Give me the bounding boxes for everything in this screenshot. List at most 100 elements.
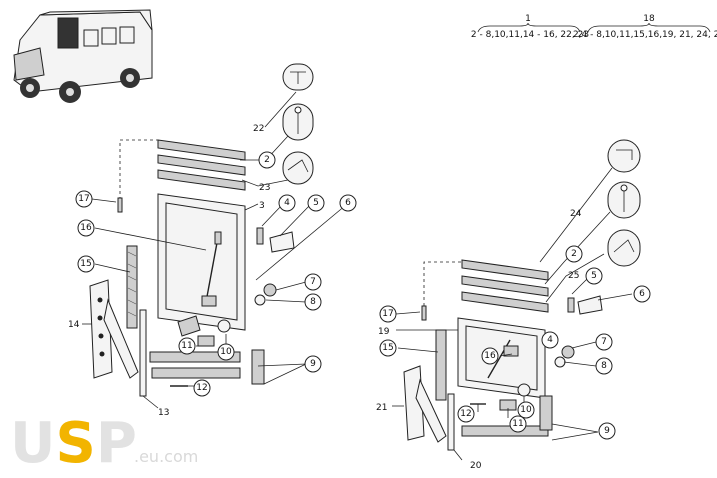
logo-s: S	[55, 411, 95, 476]
svg-text:14: 14	[68, 320, 80, 330]
left-leaders	[82, 91, 347, 409]
svg-text:13: 13	[158, 408, 169, 418]
svg-text:16: 16	[80, 223, 92, 233]
callout-7-left: 7	[304, 273, 322, 291]
right-seal-strip-15	[435, 329, 447, 401]
header-group-2: 18 2,4 - 8,10,11,15,16,19, 21, 24, 25	[573, 14, 717, 40]
spacer-10	[217, 319, 231, 333]
callout-9-right: 9	[598, 422, 616, 440]
right-screw-17	[421, 305, 427, 321]
svg-text:7: 7	[310, 277, 316, 287]
callout-6-right: 6	[633, 285, 651, 303]
top-rail-2	[157, 154, 246, 176]
callout-9-left: 9	[304, 355, 322, 373]
group-2-parts: 2,4 - 8,10,11,15,16,19, 21, 24, 25	[573, 30, 717, 40]
svg-text:16: 16	[484, 351, 496, 361]
logo-u: U	[10, 411, 55, 476]
washer-8	[254, 294, 266, 306]
svg-text:15: 15	[382, 343, 393, 353]
seal-strip-15	[126, 245, 138, 329]
svg-text:10: 10	[220, 347, 232, 357]
svg-text:8: 8	[310, 297, 316, 307]
svg-text:15: 15	[80, 259, 91, 269]
right-leaders	[392, 167, 633, 461]
svg-text:2: 2	[264, 155, 270, 165]
right-seal-strip-9b	[539, 395, 553, 431]
rod-20	[447, 393, 455, 451]
svg-text:12: 12	[196, 383, 207, 393]
callout-7-right: 7	[595, 333, 613, 351]
svg-text:17: 17	[382, 309, 393, 319]
callout-10-left: 10	[217, 343, 235, 361]
left-assembly	[89, 63, 314, 397]
right-top-rail-24	[461, 259, 549, 281]
callout-22-left: 22	[253, 124, 264, 134]
svg-text:9: 9	[310, 359, 316, 369]
callout-2-left: 2	[258, 151, 276, 169]
bracket-14	[89, 279, 113, 379]
callout-5-right: 5	[585, 267, 603, 285]
right-top-rail-25	[461, 291, 549, 313]
logo-p: P	[96, 411, 137, 476]
svg-text:21: 21	[376, 403, 387, 413]
callout-16-left: 16	[77, 219, 95, 237]
svg-text:10: 10	[520, 405, 532, 415]
callout-12-left: 12	[193, 379, 211, 397]
callout-19-right: 19	[378, 327, 390, 337]
callout-2-right: 2	[565, 245, 583, 263]
seal-strip-9a	[149, 351, 241, 363]
right-top-rail-2	[461, 275, 549, 297]
header-group-1: 1 2 - 8,10,11,14 - 16, 22, 23	[471, 14, 589, 40]
rod-13	[139, 309, 147, 397]
vehicle-thumbnail	[13, 9, 153, 103]
svg-text:12: 12	[460, 409, 471, 419]
svg-text:24: 24	[570, 209, 582, 219]
svg-text:17: 17	[78, 194, 89, 204]
callout-20-right: 20	[470, 461, 482, 471]
svg-text:8: 8	[601, 361, 607, 371]
svg-text:20: 20	[470, 461, 482, 471]
hinge-left	[177, 315, 201, 337]
callout-24-right: 24	[570, 209, 582, 219]
latch-4	[256, 227, 264, 245]
callout-16-right: 16	[481, 347, 499, 365]
svg-text:7: 7	[601, 337, 607, 347]
svg-text:6: 6	[345, 198, 351, 208]
svg-text:19: 19	[378, 327, 390, 337]
right-catch-5	[577, 295, 603, 315]
seal-profile-24-icon	[607, 139, 641, 173]
svg-text:9: 9	[604, 426, 610, 436]
callout-12-right: 12	[457, 405, 475, 423]
right-callouts: 17 19 15 16 24 2 25 4 5 6 7 8 9 10 11 12…	[376, 209, 651, 471]
svg-text:25: 25	[568, 271, 579, 281]
svg-text:11: 11	[512, 419, 523, 429]
svg-text:4: 4	[547, 335, 553, 345]
callout-8-right: 8	[595, 357, 613, 375]
svg-text:23: 23	[259, 183, 270, 193]
callout-8-left: 8	[304, 293, 322, 311]
callout-14-left: 14	[68, 320, 80, 330]
right-washer-8	[554, 356, 566, 368]
svg-text:4: 4	[284, 198, 290, 208]
svg-text:11: 11	[181, 341, 192, 351]
right-seal-strip-9a	[461, 425, 549, 437]
usp-logo: USP .eu.com	[10, 411, 198, 476]
callout-3-left: 3	[259, 201, 265, 211]
callout-4-right: 4	[541, 331, 559, 349]
callout-15-right: 15	[379, 339, 397, 357]
svg-text:5: 5	[591, 271, 597, 281]
seal-profile-25-icon	[607, 229, 641, 267]
svg-text:22: 22	[253, 124, 264, 134]
screw-17	[117, 197, 123, 213]
right-nut-7	[561, 345, 575, 359]
svg-text:6: 6	[639, 289, 645, 299]
callout-11-left: 11	[178, 337, 196, 355]
bolt-11	[197, 335, 215, 347]
callout-6-left: 6	[339, 194, 357, 212]
callout-21-right: 21	[376, 403, 387, 413]
group-2-number: 18	[643, 14, 655, 24]
seal-profile-23-icon	[282, 151, 314, 185]
svg-text:USP: USP	[10, 411, 137, 476]
right-latch-4	[567, 297, 575, 313]
